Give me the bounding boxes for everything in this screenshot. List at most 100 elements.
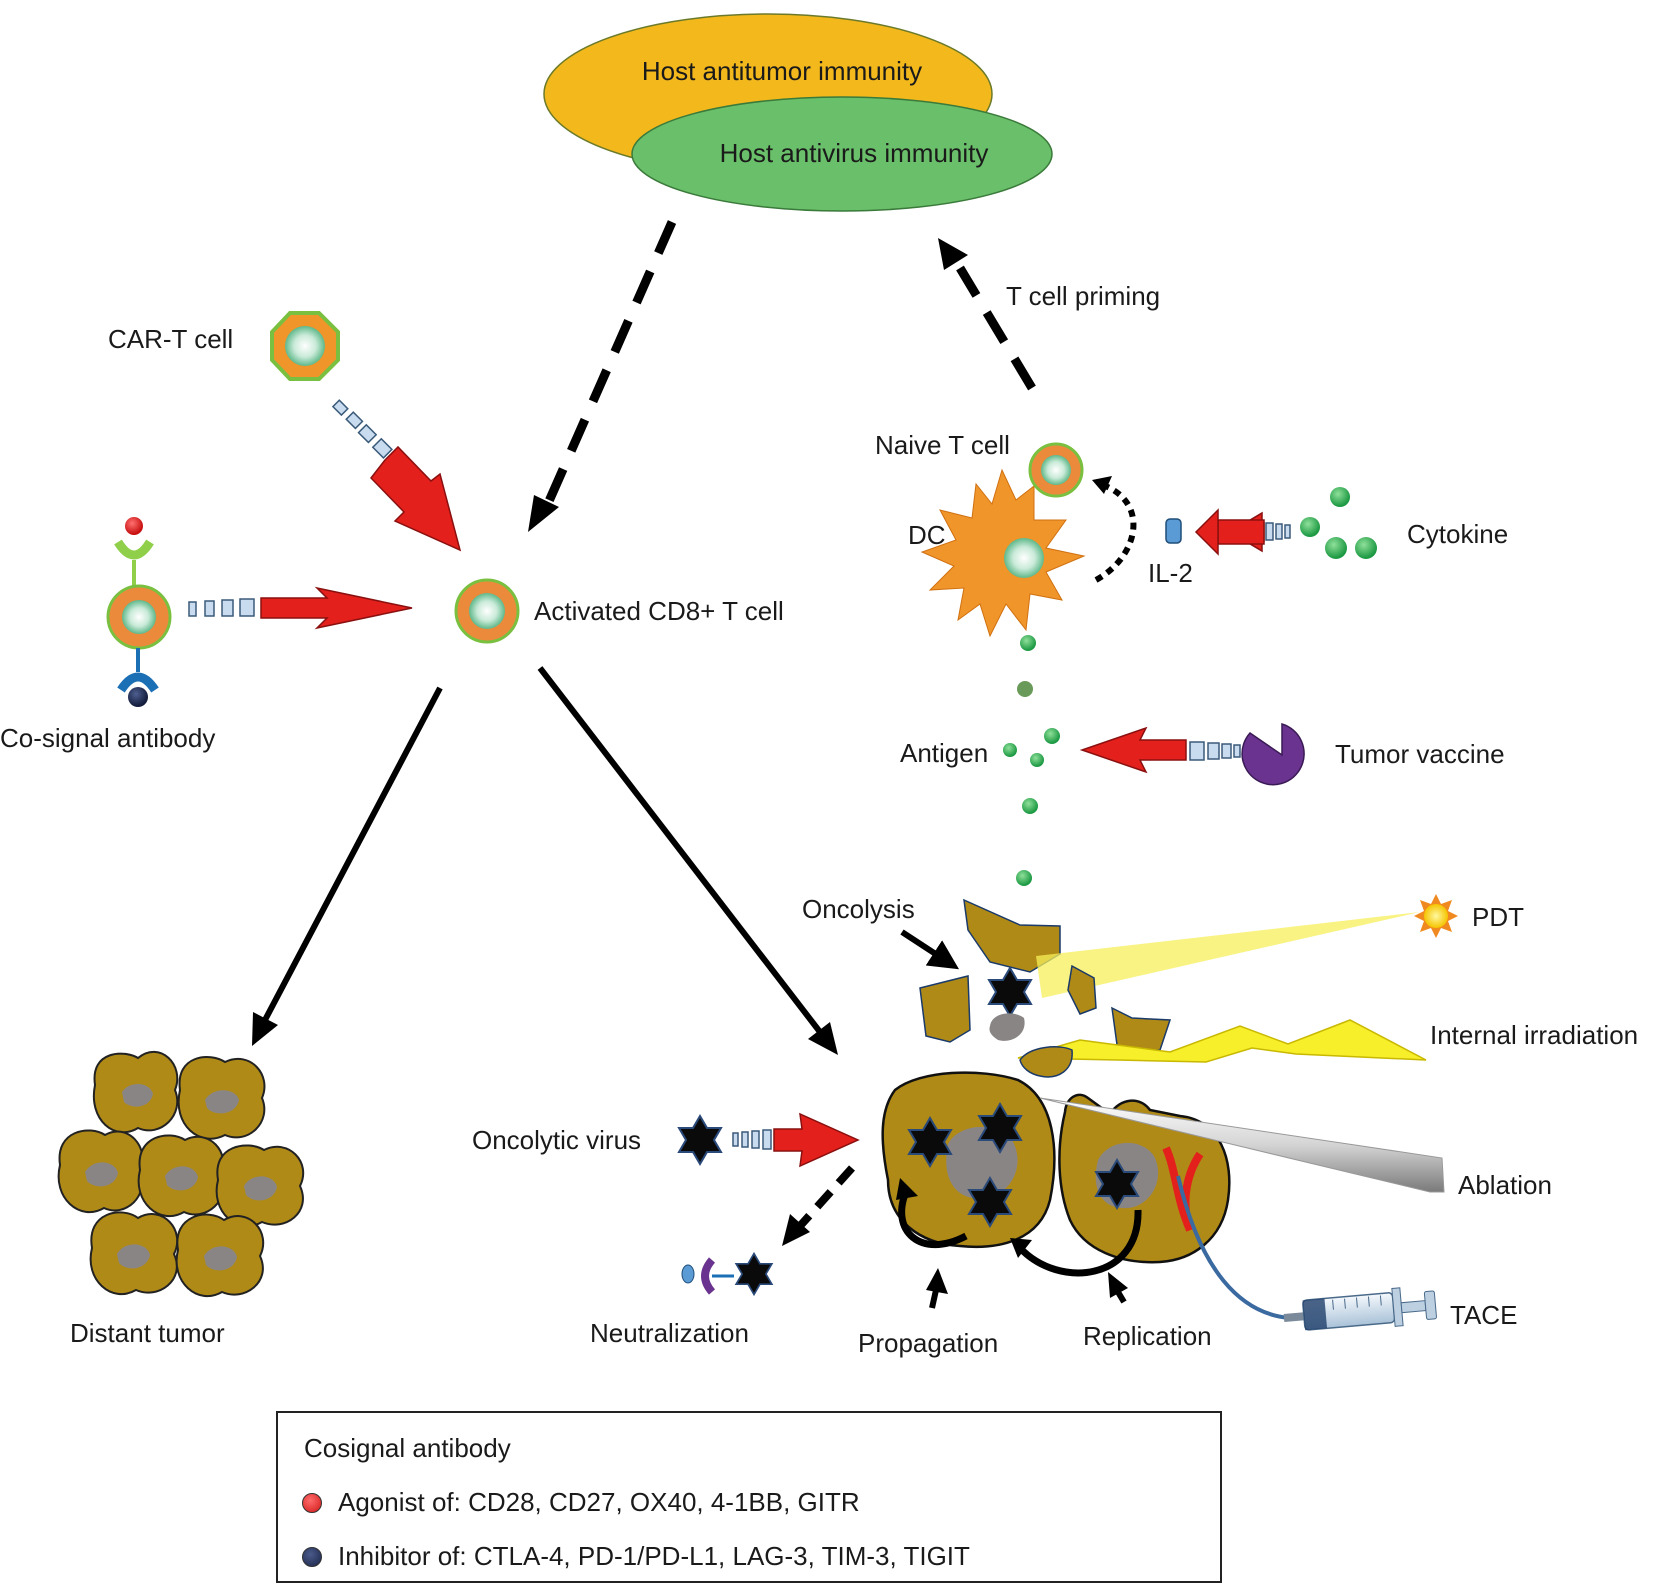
legend-title: Cosignal antibody: [304, 1433, 511, 1463]
antigen-dot-icon: [1020, 635, 1036, 651]
antigen-dot-icon: [1003, 743, 1017, 757]
dc-cell-icon: [920, 468, 1086, 638]
legend-inhibitor-row: Inhibitor of: CTLA-4, PD-1/PD-L1, LAG-3,…: [302, 1541, 970, 1572]
activated-cd8-group: Activated CD8+ T cell: [454, 578, 784, 644]
oncolytic-virus-icon: [988, 967, 1032, 1017]
cytokine-group: Cytokine: [1194, 487, 1508, 559]
tumor-vaccine-icon: [1241, 722, 1305, 786]
distant-tumor-label: Distant tumor: [70, 1318, 225, 1348]
oncolysis-arrow: [900, 929, 960, 970]
neutralization-dashed-arrow: [797, 1165, 855, 1229]
replication-curve-arrow: [1017, 1209, 1142, 1277]
co-signal-linker-icon: [188, 598, 255, 617]
antigen-dot-icon: [1030, 753, 1044, 767]
il2-molecule-icon: [1165, 518, 1182, 544]
tumor-cell: [92, 1051, 179, 1134]
replication-label: Replication: [1083, 1321, 1212, 1351]
tumor-cell: [57, 1129, 144, 1214]
tace-catheter-icon: [1176, 1175, 1291, 1320]
tumor-vaccine-group: Tumor vaccine: [1079, 722, 1505, 786]
co-signal-antibody-group: Co-signal antibody: [0, 517, 413, 753]
antigen-label: Antigen: [900, 738, 988, 768]
oncolytic-virus-group: Oncolytic virus: [472, 1112, 860, 1168]
tumor-nucleus-fragment: [989, 1013, 1025, 1041]
legend-inhibitor-text: Inhibitor of: CTLA-4, PD-1/PD-L1, LAG-3,…: [338, 1541, 970, 1571]
il2-feedback-arrow: [1094, 481, 1137, 583]
oncolytic-virus-linker-icon: [732, 1129, 772, 1150]
tumor-vaccine-red-arrow: [1079, 726, 1187, 774]
legend-agonist-row: Agonist of: CD28, CD27, OX40, 4-1BB, GIT…: [302, 1487, 860, 1518]
car-t-red-arrow: [370, 445, 462, 552]
tumor-cell: [177, 1056, 266, 1140]
tumor-vaccine-linker-icon: [1189, 741, 1241, 761]
antigen-group: Antigen: [900, 635, 1060, 886]
tumor-cell: [215, 1144, 305, 1228]
ablation-needle-icon: [1039, 1097, 1445, 1193]
cytokine-molecule-icon: [1330, 487, 1350, 507]
tumor-fragment: [919, 975, 971, 1043]
oncolysis-group: Oncolysis PDT: [802, 894, 1524, 1053]
cytokine-label: Cytokine: [1407, 519, 1508, 549]
il2-label: IL-2: [1148, 558, 1193, 588]
internal-irradiation-label: Internal irradiation: [1430, 1020, 1638, 1050]
antigen-dot-icon: [1017, 681, 1033, 697]
dc-label: DC: [908, 520, 946, 550]
cytokine-molecule-icon: [1325, 537, 1347, 559]
neutralizing-antibody-arm: [701, 1257, 716, 1295]
local-tumor-mass: [881, 1071, 1231, 1277]
neutralized-virus-icon: [735, 1252, 773, 1296]
inhibitor-legend-dot-icon: [302, 1546, 322, 1567]
neutralization-label: Neutralization: [590, 1318, 749, 1348]
tumor-cell: [89, 1211, 179, 1296]
tumor-cell: [175, 1213, 265, 1298]
tumor-fragment: [1019, 1046, 1073, 1078]
oncolytic-virus-red-arrow: [773, 1112, 860, 1168]
dc-group: Naive T cell DC IL-2: [875, 430, 1193, 638]
distant-tumor-cluster: [57, 1051, 305, 1298]
tumor-vaccine-label: Tumor vaccine: [1335, 739, 1505, 769]
agonist-legend-dot-icon: [302, 1492, 322, 1513]
cytokine-molecule-icon: [1300, 517, 1320, 537]
pdt-light-beam: [1036, 912, 1420, 998]
ablation-group: Ablation: [1039, 1097, 1552, 1200]
oncolytic-virus-label: Oncolytic virus: [472, 1125, 641, 1155]
oncolysis-label: Oncolysis: [802, 894, 915, 924]
tace-group: TACE: [1176, 1175, 1517, 1331]
host-immunity-group: Host antitumor immunity Host antivirus i…: [543, 13, 1053, 212]
pdt-sun-icon: [1414, 894, 1458, 938]
activated-cd8-label: Activated CD8+ T cell: [534, 596, 784, 626]
tumor-fragment: [1067, 964, 1097, 1015]
ablation-label: Ablation: [1458, 1170, 1552, 1200]
t-cell-priming-label: T cell priming: [1006, 281, 1160, 311]
neutralization-group: Neutralization: [590, 1165, 855, 1348]
legend-box: Cosignal antibody Agonist of: CD28, CD27…: [276, 1411, 1222, 1583]
host-antivirus-label: Host antivirus immunity: [720, 138, 989, 168]
propagation-group: Propagation: [858, 1268, 998, 1358]
arrow-to-local-tumor: [537, 666, 838, 1055]
agonist-dot-icon: [125, 517, 143, 535]
cytokine-linker-icon: [1265, 522, 1291, 541]
co-signal-red-arrow: [260, 586, 413, 630]
car-t-linker-icon: [331, 399, 393, 459]
pdt-label: PDT: [1472, 902, 1524, 932]
dashed-arrow-to-cd8: [528, 220, 677, 532]
internal-irradiation-bolt: [1017, 1019, 1427, 1063]
car-t-cell-group: CAR-T cell: [108, 311, 462, 552]
inhibitor-dot-icon: [128, 687, 148, 707]
car-t-cell-label: CAR-T cell: [108, 324, 233, 354]
agonist-receptor-icon: [114, 539, 154, 560]
antigen-dot-icon: [1022, 798, 1038, 814]
dashed-arrow-t-cell-priming: [938, 238, 1036, 391]
neutralizing-antibody-icon: [681, 1264, 695, 1284]
propagation-curve-arrow: [898, 1190, 968, 1249]
oncolytic-virus-icon: [678, 1115, 722, 1165]
host-antivirus-ellipse: [631, 96, 1053, 212]
host-antitumor-label: Host antitumor immunity: [642, 56, 922, 86]
naive-t-cell-label: Naive T cell: [875, 430, 1010, 460]
co-signal-antibody-label: Co-signal antibody: [0, 723, 215, 753]
cytokine-molecule-icon: [1355, 537, 1377, 559]
antigen-dot-icon: [1016, 870, 1032, 886]
arrow-to-distant-tumor: [252, 686, 443, 1046]
